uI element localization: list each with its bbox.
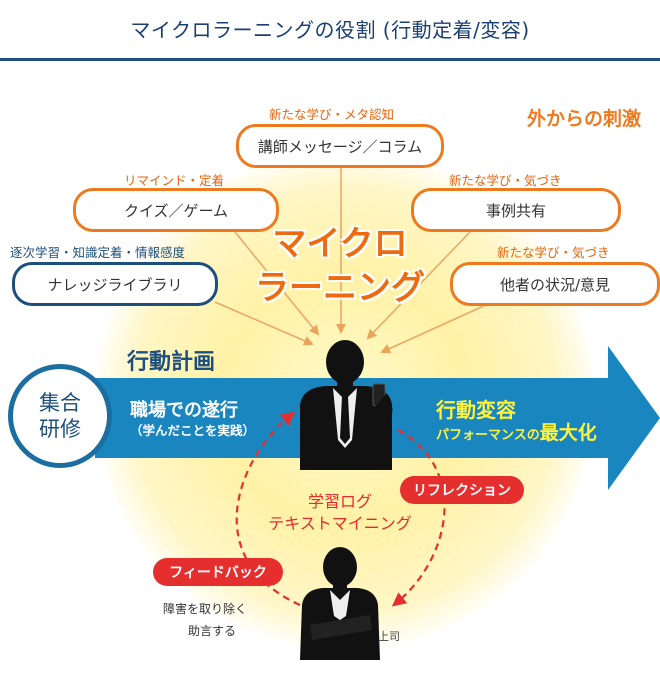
boss-label: 上司 bbox=[378, 630, 400, 643]
title-underline bbox=[0, 58, 660, 61]
stimulus-connectors bbox=[214, 168, 489, 354]
performance-maximize-label: パフォーマンスの最大化 bbox=[436, 418, 597, 445]
learning-log-label: 学習ログ bbox=[307, 492, 372, 511]
feedback-badge: フィードバック bbox=[153, 558, 283, 586]
others-opinion-box: 他者の状況/意見 bbox=[450, 262, 660, 306]
others-box-caption: 新たな学び・気づき bbox=[497, 245, 610, 260]
advice-line2: 助言する bbox=[188, 624, 237, 638]
employee-silhouette bbox=[300, 340, 393, 470]
case-box-caption: 新たな学び・気づき bbox=[449, 173, 562, 188]
workplace-execution-label: 職場での遂行 bbox=[130, 400, 238, 421]
performance-prefix: パフォーマンスの bbox=[436, 428, 540, 443]
microlearning-heading: マイクロ ラーニング bbox=[235, 222, 445, 310]
maximize-emphasis: 最大化 bbox=[539, 422, 597, 444]
workplace-execution-sub: （学んだことを実践） bbox=[130, 423, 256, 438]
boss-silhouette bbox=[300, 547, 380, 660]
action-plan-label: 行動計画 bbox=[127, 350, 216, 375]
knowledge-library-box: ナレッジライブラリ bbox=[12, 262, 218, 306]
behavior-change-label: 行動変容 bbox=[436, 398, 516, 422]
quiz-game-box: クイズ／ゲーム bbox=[73, 188, 279, 232]
text-mining-label: テキストマイニング bbox=[268, 514, 412, 533]
group-training-line1: 集合 bbox=[39, 391, 81, 415]
reflection-badge: リフレクション bbox=[400, 476, 524, 504]
group-training-circle: 集合 研修 bbox=[8, 364, 112, 468]
top-box-caption: 新たな学び・メタ認知 bbox=[269, 107, 395, 122]
microlearning-line2: ラーニング bbox=[255, 268, 425, 308]
page-title: マイクロラーニングの役割 (行動定着/変容) bbox=[130, 18, 530, 42]
quiz-box-caption: リマインド・定着 bbox=[124, 173, 225, 188]
case-sharing-box: 事例共有 bbox=[411, 188, 621, 232]
instructor-message-box: 講師メッセージ／コラム bbox=[236, 124, 444, 168]
outside-stimulus-label: 外からの刺激 bbox=[527, 108, 642, 130]
advice-line1: 障害を取り除く bbox=[163, 602, 248, 616]
group-training-line2: 研修 bbox=[39, 417, 81, 441]
knowledge-box-caption: 逐次学習・知識定着・情報感度 bbox=[10, 245, 186, 260]
microlearning-line1: マイクロ bbox=[272, 224, 408, 264]
